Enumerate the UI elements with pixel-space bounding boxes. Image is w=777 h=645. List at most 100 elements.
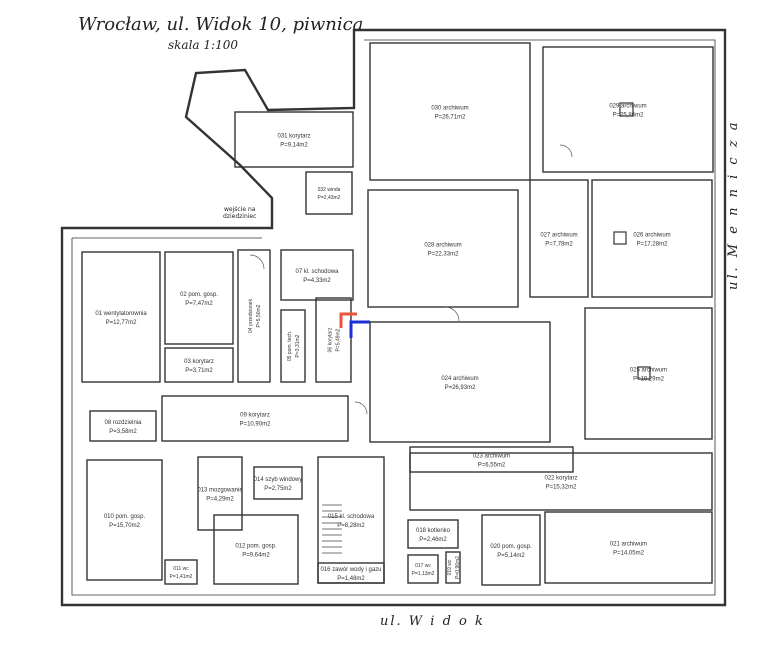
room-name: 011 wc: [173, 566, 189, 572]
inner-wall-line: [71, 39, 716, 596]
room-outline: [280, 249, 354, 301]
room-outline: [315, 297, 352, 383]
room-outline: [89, 410, 157, 442]
column-square: [613, 231, 627, 245]
room-area: P=10,90m2: [240, 422, 272, 428]
plan-title: Wrocław, ul. Widok 10, piwnica: [78, 14, 364, 35]
room-outline: [81, 251, 161, 383]
room-name: 013 mozgowanie: [197, 488, 243, 494]
location-marker: [339, 312, 370, 338]
room-outline: [86, 459, 163, 581]
room-outline: [237, 249, 271, 383]
room-outline: [369, 321, 551, 443]
room-area: P=15,32m2: [546, 485, 578, 491]
door-swing: [559, 144, 573, 158]
room-name: 06 korytarz: [328, 327, 334, 352]
door-swing: [444, 306, 460, 322]
stair-treads: [322, 504, 342, 554]
entrance-line-2: dziedziniec: [223, 213, 257, 220]
room-outline: [317, 562, 385, 584]
courtyard-entrance-label: wejście na dziedziniec: [223, 206, 256, 220]
room-012: 012 pom. gosp. P=9,64m2: [213, 514, 299, 585]
room-010: 010 pom. gosp. P=15,70m2: [86, 459, 163, 581]
room-name: 09 korytarz: [240, 413, 270, 419]
room-name: 04 przedsionek: [248, 299, 254, 333]
room-name: 018 kotlenko: [416, 528, 451, 534]
room-outline: [164, 347, 234, 383]
room-outline: [253, 466, 303, 500]
room-area: P=1,48m2: [337, 576, 365, 582]
room-name: 026 archiwum: [633, 233, 670, 239]
room-outline: [584, 307, 713, 440]
room-area: P=15,70m2: [109, 523, 141, 529]
room-outline: [409, 452, 713, 511]
room-name: 015 kl. schodowa: [328, 514, 375, 520]
room-outline: [213, 514, 299, 585]
room-name: 03 korytarz: [184, 359, 214, 365]
room-area: P=8,28m2: [337, 523, 365, 529]
room-name: 032 winda: [318, 187, 341, 193]
room-area: P=12,77m2: [106, 320, 138, 326]
room-name: 019 wc: [447, 559, 453, 575]
room-name: 027 archiwum: [540, 233, 577, 239]
room-name: 01 wentylatorownia: [95, 311, 147, 317]
room-name: 08 rozdzielnia: [104, 420, 142, 426]
room-011: 011 wc P=1,41m2: [164, 559, 198, 585]
room-outline: [529, 179, 589, 298]
room-name: 028 archiwum: [424, 243, 461, 249]
room-outline: [367, 189, 519, 308]
room-area: P=9,14m2: [280, 143, 308, 149]
room-area: P=26,71m2: [435, 115, 467, 121]
room-outline: [542, 46, 714, 173]
room-outline: [280, 309, 306, 383]
room-outline: [164, 559, 198, 585]
room-name: 010 pom. gosp.: [104, 514, 146, 520]
room-02: 02 pom. gosp.P=7,47m2: [164, 251, 234, 345]
room-area: P=14,05m2: [613, 551, 645, 557]
room-area: P=1,41m2: [170, 574, 193, 580]
room-area: P=9,64m2: [242, 553, 270, 559]
room-name: 031 korytarz: [277, 134, 310, 140]
room-name: 024 archiwum: [441, 376, 478, 382]
room-name: 012 pom. gosp.: [235, 544, 277, 550]
room-area: P=0,96m2: [455, 556, 461, 579]
entrance-line-1: wejście na: [223, 206, 256, 213]
room-area: P=2,46m2: [419, 537, 447, 543]
room-area: P=3,31m2: [295, 334, 301, 357]
room-name: 025 archiwum: [630, 368, 667, 374]
room-017: 017 wc P=1,13m2: [407, 554, 439, 584]
room-area: P=7,78m2: [545, 242, 573, 248]
column-square: [637, 366, 651, 380]
room-area: P=1,13m2: [412, 571, 435, 577]
room-outline: [317, 456, 385, 584]
room-outline: [407, 554, 439, 584]
room-name: 05 pom. tech.: [287, 331, 293, 361]
door-swing: [249, 254, 265, 270]
room-name: 023 archiwum: [473, 454, 510, 460]
room-name: 017 wc: [415, 563, 431, 569]
room-outline: [369, 42, 531, 181]
room-area: P=2,75m2: [264, 486, 292, 492]
room-area: P=5,50m2: [256, 304, 262, 327]
room-outline: [305, 171, 353, 215]
room-area: P=3,58m2: [109, 429, 137, 435]
